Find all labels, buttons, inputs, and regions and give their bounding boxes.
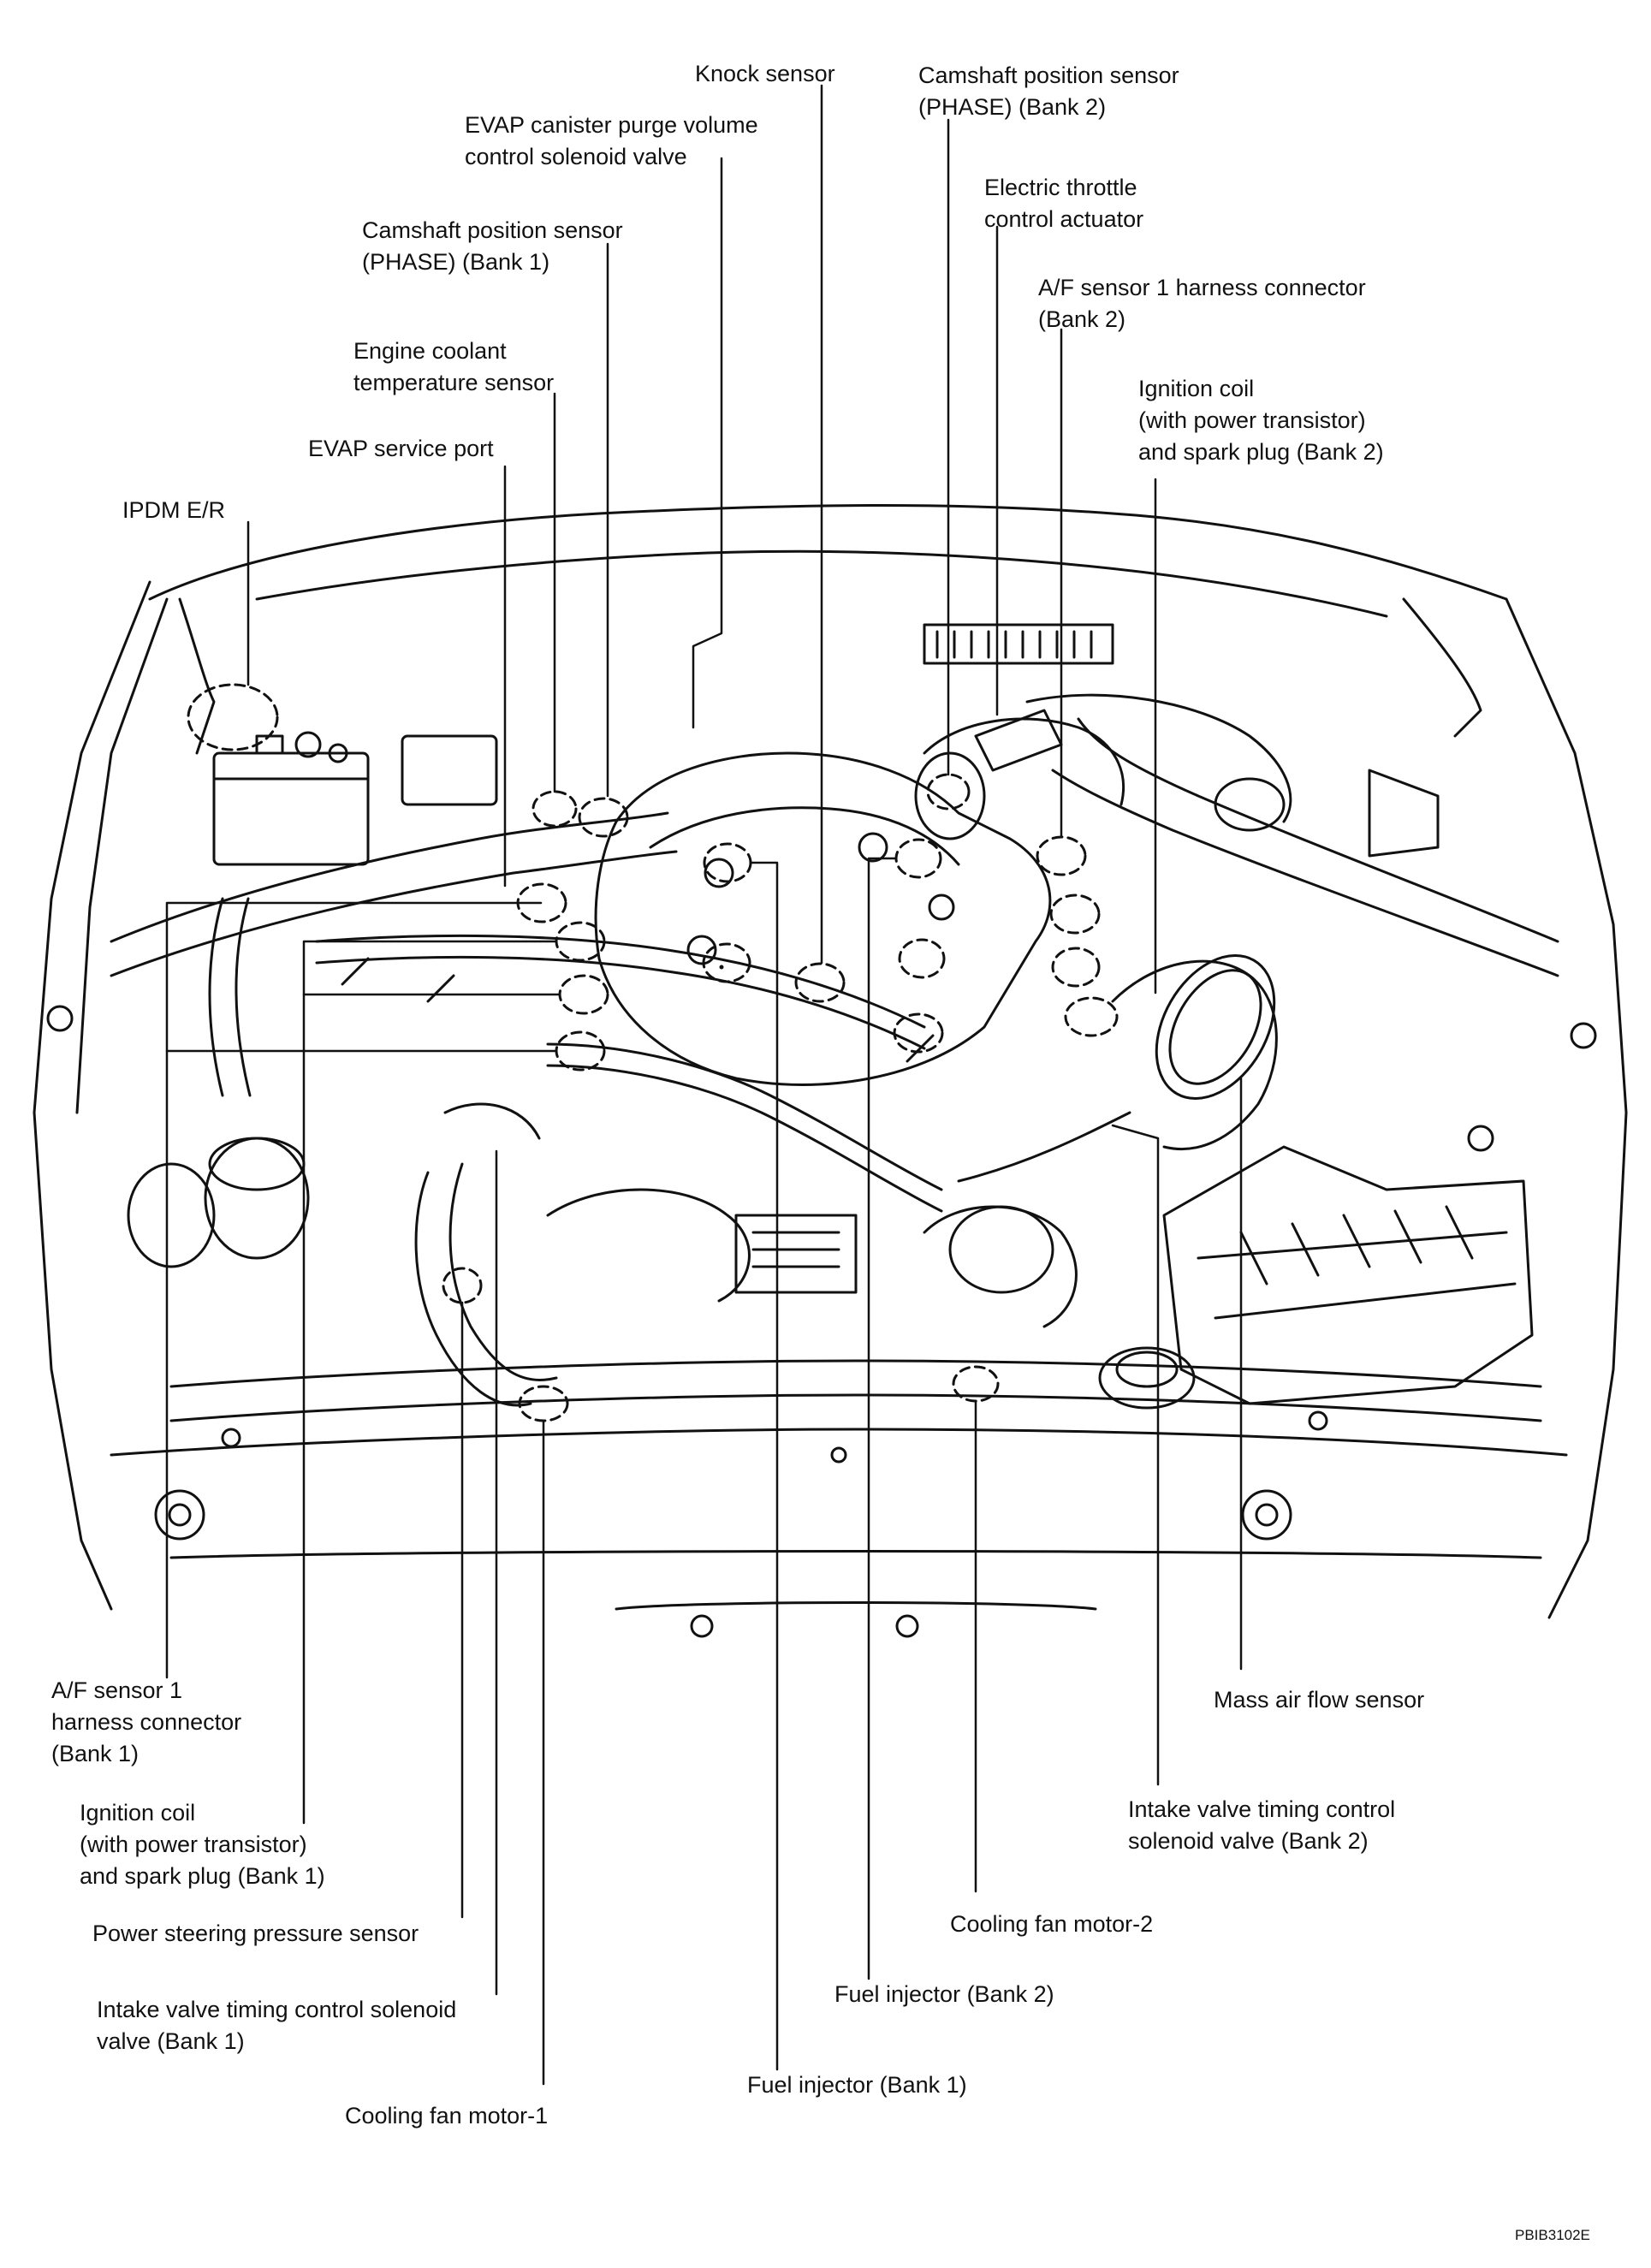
leader-inj-bank1 — [749, 861, 779, 2071]
label-ivt-valve-bank2: Intake valve timing control solenoid val… — [1128, 1796, 1396, 1854]
label-ipdm: IPDM E/R — [122, 497, 226, 523]
marker-inj-bank2-b — [898, 938, 946, 979]
component-markers — [187, 683, 1119, 1422]
leader-af-bank1 — [165, 901, 543, 1679]
label-knock-sensor: Knock sensor — [695, 61, 835, 86]
label-cmp-sensor-bank1: Camshaft position sensor (PHASE) (Bank 1… — [362, 217, 623, 275]
marker-ipdm — [187, 683, 279, 751]
marker-cmp-bank2 — [926, 773, 971, 810]
marker-af-bank1 — [555, 1030, 606, 1072]
leader-inj-bank2 — [867, 857, 898, 1980]
label-fuel-injector-bank2: Fuel injector (Bank 2) — [834, 1981, 1054, 2007]
label-evap-service-port: EVAP service port — [308, 436, 494, 461]
leader-ign-bank1 — [302, 940, 558, 1825]
leader-ivt-bank2 — [1111, 1124, 1160, 1786]
marker-inj-bank1-b — [702, 942, 751, 983]
label-ignition-coil-bank1: Ignition coil (with power transistor) an… — [80, 1800, 325, 1889]
marker-evap-purge — [719, 965, 724, 970]
marker-af-bank2 — [1036, 835, 1087, 876]
marker-knock — [794, 962, 846, 1003]
marker-cmp-bank1 — [578, 797, 629, 838]
label-af-sensor-bank1: A/F sensor 1 harness connector (Bank 1) — [51, 1677, 242, 1766]
label-cooling-fan-motor2: Cooling fan motor-2 — [950, 1911, 1154, 1937]
marker-ign-bank2-b — [1051, 947, 1101, 988]
leader-evap-purge — [692, 157, 723, 729]
label-ignition-coil-bank2: Ignition coil (with power transistor) an… — [1138, 376, 1384, 465]
marker-ign-bank1-b — [558, 974, 609, 1015]
marker-ect — [532, 790, 578, 828]
marker-ps-pressure — [442, 1267, 483, 1304]
label-evap-purge-valve: EVAP canister purge volume control solen… — [465, 112, 758, 169]
marker-ivt-bank1 — [893, 1012, 944, 1054]
label-electric-throttle: Electric throttle control actuator — [984, 175, 1144, 232]
label-fuel-injector-bank1: Fuel injector (Bank 1) — [747, 2072, 967, 2098]
label-mass-air-flow: Mass air flow sensor — [1214, 1687, 1425, 1713]
figure-code: PBIB3102E — [1515, 2227, 1590, 2243]
engine-bay-outline — [33, 504, 1628, 1638]
label-engine-coolant-temp: Engine coolant temperature sensor — [353, 338, 555, 395]
label-cmp-sensor-bank2: Camshaft position sensor (PHASE) (Bank 2… — [918, 62, 1179, 120]
label-cooling-fan-motor1: Cooling fan motor-1 — [345, 2103, 549, 2128]
label-power-steering-pressure: Power steering pressure sensor — [92, 1921, 419, 1946]
label-af-sensor-bank2: A/F sensor 1 harness connector (Bank 2) — [1038, 275, 1366, 332]
leader-lines — [165, 84, 1243, 2086]
marker-inj-bank2-a — [894, 838, 942, 879]
marker-ign-bank2-a — [1049, 894, 1101, 935]
marker-ivt-bank2 — [1064, 996, 1119, 1037]
label-ivt-valve-bank1: Intake valve timing control solenoid val… — [97, 1997, 457, 2054]
